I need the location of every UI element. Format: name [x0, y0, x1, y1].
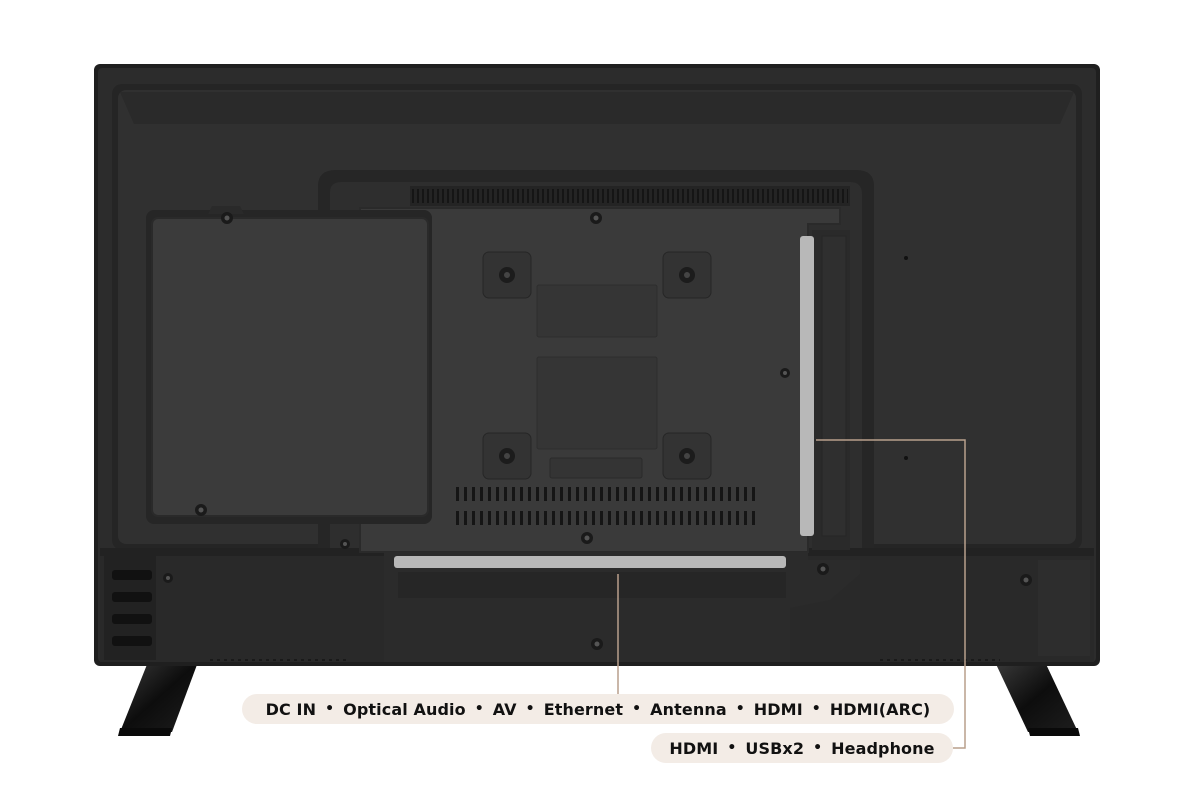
port-ethernet: Ethernet	[543, 699, 624, 719]
separator-dot: •	[325, 701, 335, 717]
tv-stand-right	[995, 662, 1080, 736]
callout-lines	[617, 439, 966, 749]
port-antenna: Antenna	[650, 699, 727, 719]
port-optical-audio: Optical Audio	[343, 699, 466, 719]
side-control-buttons	[104, 539, 350, 660]
port-headphone: Headphone	[831, 738, 935, 758]
bottom-port-panel	[384, 552, 860, 662]
separator-dot: •	[735, 701, 745, 717]
separator-dot: •	[811, 701, 821, 717]
separator-dot: •	[813, 740, 823, 756]
tv-stand-left	[118, 662, 198, 736]
lower-vent-grille	[456, 487, 756, 525]
side-ports-label: HDMI • USBx2 • Headphone	[651, 733, 953, 763]
port-hdmi: HDMI	[753, 699, 803, 719]
top-vent-grille	[410, 186, 850, 206]
port-av: AV	[492, 699, 517, 719]
port-usb: USBx2	[745, 738, 805, 758]
separator-dot: •	[474, 701, 484, 717]
port-dc-in: DC IN	[265, 699, 317, 719]
separator-dot: •	[727, 740, 737, 756]
port-hdmi-side: HDMI	[669, 738, 719, 758]
separator-dot: •	[525, 701, 535, 717]
port-hdmi-arc: HDMI(ARC)	[829, 699, 931, 719]
vesa-mount-points	[482, 251, 712, 480]
separator-dot: •	[632, 701, 642, 717]
bottom-ports-label: DC IN • Optical Audio • AV • Ethernet • …	[242, 694, 954, 724]
side-port-panel	[800, 230, 850, 550]
service-cover	[146, 206, 432, 524]
rear-housing	[318, 170, 874, 553]
